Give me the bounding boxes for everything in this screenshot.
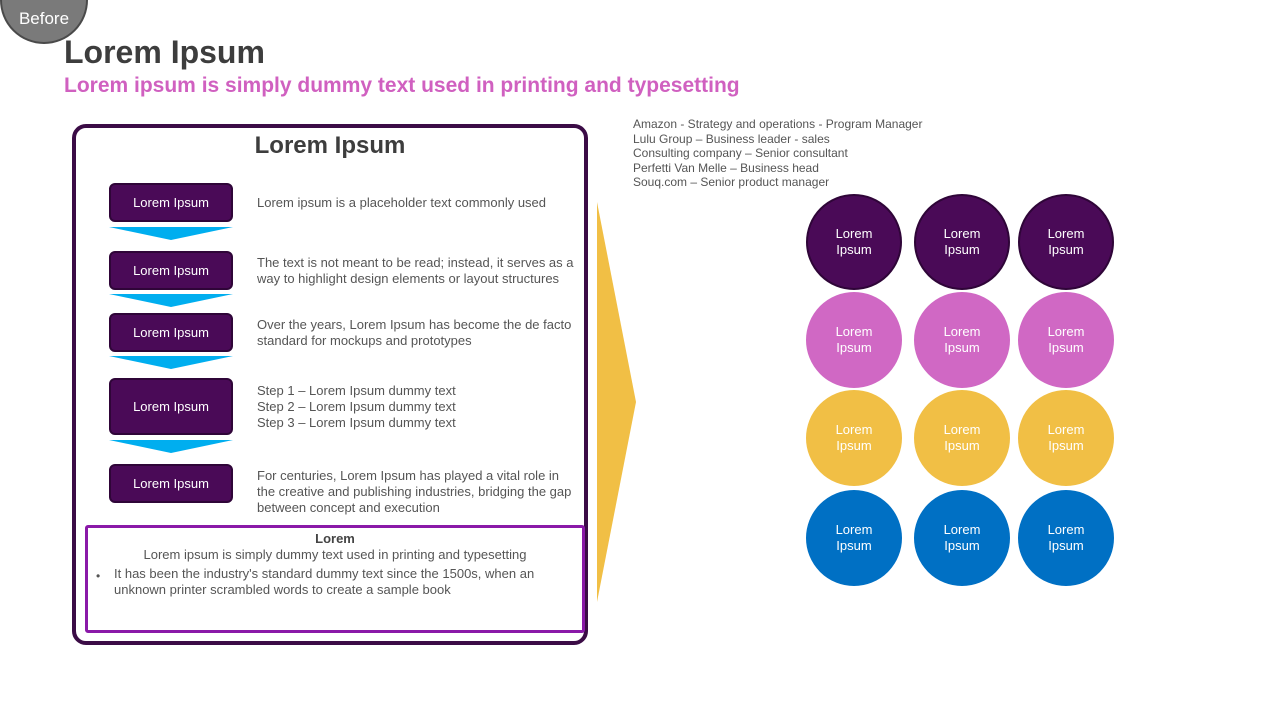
bullet-marker: • bbox=[96, 569, 101, 583]
step-4-line-3: Step 3 – Lorem Ipsum dummy text bbox=[257, 415, 456, 430]
step-box-3: Lorem Ipsum bbox=[109, 313, 233, 352]
flow-arrow-icon bbox=[597, 202, 636, 602]
circle-r2-c3: Lorem Ipsum bbox=[1018, 292, 1114, 388]
experience-item-5: Souq.com – Senior product manager bbox=[633, 175, 830, 189]
step-text-4: Step 1 – Lorem Ipsum dummy text Step 2 –… bbox=[257, 383, 577, 431]
step-box-5: Lorem Ipsum bbox=[109, 464, 233, 503]
circle-r3-c2: Lorem Ipsum bbox=[914, 390, 1010, 486]
page-title: Lorem Ipsum bbox=[64, 34, 265, 70]
page-subtitle: Lorem ipsum is simply dummy text used in… bbox=[64, 74, 740, 97]
before-badge-label: Before bbox=[18, 9, 70, 28]
step-box-1: Lorem Ipsum bbox=[109, 183, 233, 222]
circle-r4-c3: Lorem Ipsum bbox=[1018, 490, 1114, 586]
step-text-3: Over the years, Lorem Ipsum has become t… bbox=[257, 317, 572, 348]
step-arrow-2 bbox=[109, 294, 233, 307]
circle-r2-c2: Lorem Ipsum bbox=[914, 292, 1010, 388]
circle-r1-c2: Lorem Ipsum bbox=[914, 194, 1010, 290]
circle-r3-c1: Lorem Ipsum bbox=[806, 390, 902, 486]
note-bullet: It has been the industry's standard dumm… bbox=[114, 566, 535, 597]
step-text-2: The text is not meant to be read; instea… bbox=[257, 255, 574, 286]
circle-r4-c1: Lorem Ipsum bbox=[806, 490, 902, 586]
circle-r4-c2: Lorem Ipsum bbox=[914, 490, 1010, 586]
circle-r1-c1: Lorem Ipsum bbox=[806, 194, 902, 290]
circle-r3-c3: Lorem Ipsum bbox=[1018, 390, 1114, 486]
step-arrow-1 bbox=[109, 227, 233, 240]
step-arrow-3 bbox=[109, 356, 233, 369]
experience-item-4: Perfetti Van Melle – Business head bbox=[633, 160, 819, 175]
step-4-line-1: Step 1 – Lorem Ipsum dummy text bbox=[257, 383, 456, 398]
step-box-4: Lorem Ipsum bbox=[109, 378, 233, 435]
note-box bbox=[85, 525, 585, 633]
experience-item-2: Lulu Group – Business leader - sales bbox=[633, 131, 830, 146]
note-title: Lorem bbox=[315, 531, 355, 546]
note-subtitle: Lorem ipsum is simply dummy text used in… bbox=[143, 547, 527, 562]
step-text-1: Lorem ipsum is a placeholder text common… bbox=[257, 195, 547, 210]
step-text-5: For centuries, Lorem Ipsum has played a … bbox=[257, 468, 572, 515]
process-panel bbox=[72, 124, 588, 645]
experience-item-1: Amazon - Strategy and operations - Progr… bbox=[633, 117, 923, 131]
circle-r2-c1: Lorem Ipsum bbox=[806, 292, 902, 388]
experience-item-3: Consulting company – Senior consultant bbox=[633, 146, 848, 160]
step-4-line-2: Step 2 – Lorem Ipsum dummy text bbox=[257, 399, 456, 414]
panel-title: Lorem Ipsum bbox=[254, 132, 406, 159]
step-box-2: Lorem Ipsum bbox=[109, 251, 233, 290]
circle-r1-c3: Lorem Ipsum bbox=[1018, 194, 1114, 290]
step-arrow-4 bbox=[109, 440, 233, 453]
experience-list: Amazon - Strategy and operations - Progr… bbox=[633, 117, 922, 190]
